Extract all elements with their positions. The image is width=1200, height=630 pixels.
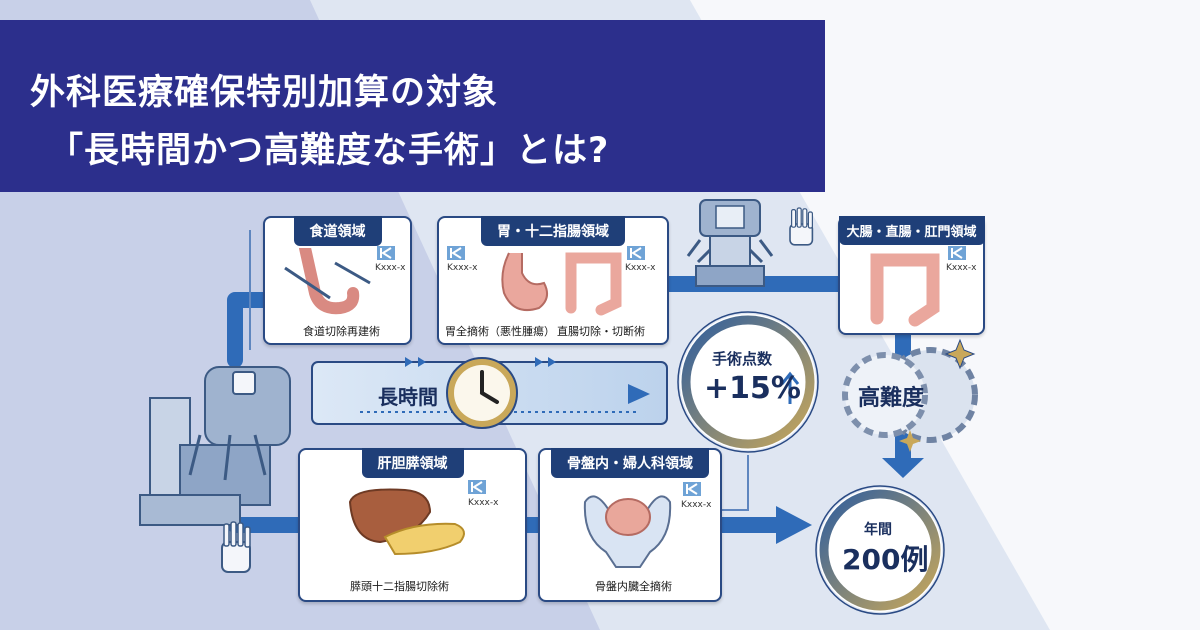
clock-icon <box>446 357 518 429</box>
liver-pancreas-icon <box>348 488 465 556</box>
panel-caption: 膵頭十二指腸切除術 <box>350 580 449 593</box>
panel-caption: 骨盤内臓全摘術 <box>595 580 672 593</box>
sparkle-icon <box>944 338 976 370</box>
panel-heading: 胃・十二指腸領域 <box>481 216 625 246</box>
k-logo-icon <box>468 480 486 494</box>
stomach-icon <box>501 252 549 312</box>
procedure-code: Kxxx-x <box>681 500 712 510</box>
page-subtitle: 「長時間かつ高難度な手術」とは? <box>48 131 610 171</box>
pelvis-icon <box>583 495 672 568</box>
points-badge-label: 手術点数 <box>712 350 773 368</box>
robot-hand-icon <box>221 521 251 573</box>
panel-stomach: 胃・十二指腸領域 Kxxx-x Kxxx-x 胃全摘術（悪性腫瘍） 直腸切除・切… <box>437 216 669 345</box>
panel-heading: 大腸・直腸・肛門領域 <box>838 216 985 245</box>
robot-hand-icon <box>789 207 814 246</box>
title-banner: 外科医療確保特別加算の対象 「長時間かつ高難度な手術」とは? <box>0 20 825 192</box>
annual-badge-label: 年間 <box>864 522 892 538</box>
surgical-robot-icon <box>686 199 774 287</box>
panel-esophagus: 食道領域 Kxxx-x 食道切除再建術 <box>263 216 412 345</box>
long-duration-label: 長時間 <box>378 385 438 409</box>
panel-caption: 胃全摘術（悪性腫瘍） <box>445 325 555 338</box>
up-arrow-icon <box>780 371 800 404</box>
arrow-down <box>882 458 924 478</box>
panel-hepatobiliary: 肝胆膵領域 Kxxx-x 膵頭十二指腸切除術 <box>298 448 527 602</box>
page-title: 外科医療確保特別加算の対象 <box>30 73 499 113</box>
points-badge-value: +15% <box>704 371 801 406</box>
k-logo-icon <box>948 246 966 260</box>
k-logo-icon <box>377 246 395 260</box>
annual-badge-value: 200例 <box>842 543 929 576</box>
gear-icon <box>842 347 978 443</box>
k-logo-icon <box>683 482 701 496</box>
panel-heading: 食道領域 <box>293 216 382 246</box>
esophagus-icon <box>284 248 371 315</box>
arrow-to-annual <box>776 506 812 544</box>
procedure-code: Kxxx-x <box>625 263 656 273</box>
sparkle-icon <box>899 430 921 452</box>
panel-caption: 食道切除再建術 <box>303 325 380 338</box>
robot-console-icon <box>139 366 291 526</box>
annual-badge-ring <box>815 485 945 615</box>
panel-pelvic: 骨盤内・婦人科領域 Kxxx-x 骨盤内臓全摘術 <box>538 448 722 602</box>
panel-heading: 骨盤内・婦人科領域 <box>551 448 709 478</box>
panel-heading: 肝胆膵領域 <box>361 448 464 478</box>
colon-icon <box>870 253 940 327</box>
colon-icon <box>565 252 622 316</box>
difficulty-label: 高難度 <box>858 386 925 411</box>
procedure-code: Kxxx-x <box>375 263 406 273</box>
procedure-code: Kxxx-x <box>447 263 478 273</box>
panel-caption: 直腸切除・切断術 <box>557 325 645 338</box>
procedure-code: Kxxx-x <box>468 498 499 508</box>
k-logo-icon <box>627 246 645 260</box>
points-badge-ring <box>677 311 819 453</box>
procedure-code: Kxxx-x <box>946 263 977 273</box>
panel-colorectal: 大腸・直腸・肛門領域 Kxxx-x <box>838 216 985 335</box>
k-logo-icon <box>447 246 465 260</box>
